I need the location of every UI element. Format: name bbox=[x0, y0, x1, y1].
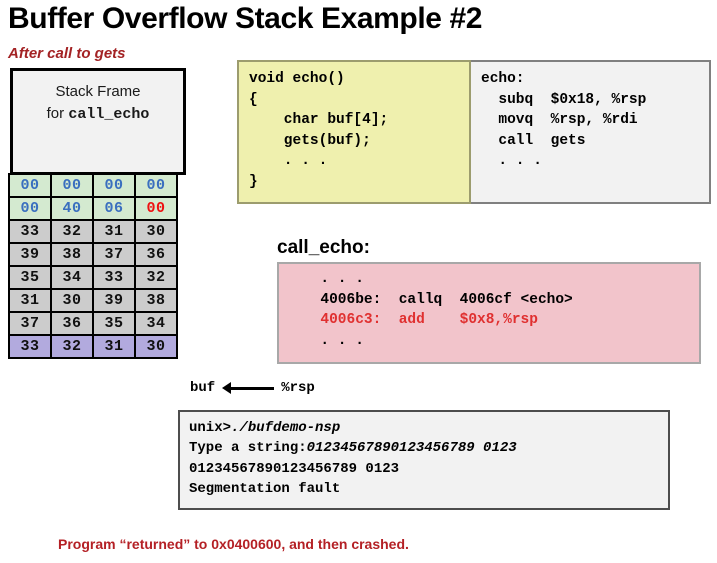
terminal-line: 01234567890123456789 0123 bbox=[189, 459, 668, 479]
c-code-line: } bbox=[249, 173, 258, 190]
c-code-line: void echo() bbox=[249, 71, 345, 87]
code-boxes-row: void echo() { char buf[4]; gets(buf); . .… bbox=[237, 60, 711, 204]
stack-byte-cell: 33 bbox=[8, 334, 52, 359]
asm-code-line: movq %rsp, %rdi bbox=[481, 112, 638, 129]
stack-byte-cell: 32 bbox=[50, 219, 94, 244]
terminal-text-run: ./bufdemo-nsp bbox=[231, 420, 341, 436]
stack-byte-cell: 31 bbox=[92, 219, 136, 244]
stack-byte-cell: 32 bbox=[50, 334, 94, 359]
terminal-text-run: Type a string: bbox=[189, 440, 307, 457]
terminal-text-run: Segmentation fault bbox=[189, 480, 341, 497]
footer-note: Program “returned” to 0x0400600, and the… bbox=[58, 536, 409, 552]
stack-byte-cell: 06 bbox=[92, 196, 136, 221]
stack-byte-cell: 00 bbox=[92, 173, 136, 198]
buf-rsp-pointer: buf %rsp bbox=[190, 380, 315, 396]
stack-byte-cell: 33 bbox=[8, 219, 52, 244]
terminal-line: Type a string:01234567890123456789 0123 bbox=[189, 438, 668, 458]
stack-frame-subtitle: for call_echo bbox=[47, 103, 150, 126]
stack-frame-title: Stack Frame bbox=[55, 83, 141, 100]
rsp-label: %rsp bbox=[281, 380, 315, 396]
call-echo-heading: call_echo: bbox=[277, 237, 370, 258]
stack-byte-cell: 38 bbox=[50, 242, 94, 267]
stack-byte-cell: 00 bbox=[134, 173, 178, 198]
c-code-line: { bbox=[249, 91, 258, 108]
after-call-to-gets-label: After call to gets bbox=[8, 45, 126, 62]
stack-byte-cell: 32 bbox=[134, 265, 178, 290]
c-source-code-box: void echo() { char buf[4]; gets(buf); . .… bbox=[237, 60, 471, 204]
asm-code-line: echo: bbox=[481, 71, 525, 87]
stack-byte-cell: 36 bbox=[134, 242, 178, 267]
call-echo-code-line: . . . bbox=[303, 271, 364, 287]
stack-byte-cell: 37 bbox=[8, 311, 52, 336]
asm-code-line: subq $0x18, %rsp bbox=[481, 91, 647, 108]
stack-byte-cell: 00 bbox=[8, 196, 52, 221]
stack-byte-cell: 33 bbox=[92, 265, 136, 290]
stack-byte-cell: 37 bbox=[92, 242, 136, 267]
call-echo-code-line: 4006be: callq 4006cf <echo> bbox=[303, 291, 573, 308]
stack-byte-cell: 30 bbox=[134, 334, 178, 359]
left-arrow-icon bbox=[222, 382, 275, 394]
call-echo-code-line: . . . bbox=[303, 332, 364, 349]
stack-byte-cell: 40 bbox=[50, 196, 94, 221]
stack-frame-for-text: for bbox=[46, 104, 69, 122]
terminal-text-run: 01234567890123456789 0123 bbox=[306, 440, 517, 457]
call-echo-code-line: 4006c3: add $0x8,%rsp bbox=[303, 312, 538, 329]
stack-frame-function-name: call_echo bbox=[68, 105, 150, 123]
c-code-line: . . . bbox=[249, 153, 328, 170]
c-code-line: char buf[4]; bbox=[249, 112, 389, 129]
terminal-text-run: unix> bbox=[189, 420, 232, 436]
stack-byte-cell: 30 bbox=[134, 219, 178, 244]
stack-frame-header: Stack Frame for call_echo bbox=[10, 68, 186, 175]
stack-byte-cell: 00 bbox=[8, 173, 52, 198]
stack-byte-cell: 34 bbox=[134, 311, 178, 336]
terminal-line: Segmentation fault bbox=[189, 479, 668, 499]
stack-byte-cell: 31 bbox=[8, 288, 52, 313]
asm-code-line: . . . bbox=[481, 153, 542, 170]
terminal-line: unix>./bufdemo-nsp bbox=[189, 418, 668, 438]
asm-code-line: call gets bbox=[481, 132, 586, 149]
stack-byte-cell: 31 bbox=[92, 334, 136, 359]
assembly-code-box: echo: subq $0x18, %rsp movq %rsp, %rdi c… bbox=[471, 60, 711, 204]
page-title: Buffer Overflow Stack Example #2 bbox=[8, 2, 483, 35]
stack-byte-cell: 00 bbox=[134, 196, 178, 221]
stack-byte-cell: 35 bbox=[8, 265, 52, 290]
stack-byte-cell: 36 bbox=[50, 311, 94, 336]
stack-byte-cell: 39 bbox=[92, 288, 136, 313]
stack-byte-cell: 38 bbox=[134, 288, 178, 313]
stack-byte-cell: 39 bbox=[8, 242, 52, 267]
stack-byte-cell: 30 bbox=[50, 288, 94, 313]
c-code-line: gets(buf); bbox=[249, 132, 371, 149]
stack-byte-cell: 34 bbox=[50, 265, 94, 290]
stack-byte-cell: 00 bbox=[50, 173, 94, 198]
stack-byte-cell: 35 bbox=[92, 311, 136, 336]
terminal-text-run: 01234567890123456789 0123 bbox=[189, 460, 400, 477]
call-echo-disassembly-box: . . . 4006be: callq 4006cf <echo> 4006c3… bbox=[277, 262, 701, 364]
buf-label: buf bbox=[190, 380, 216, 396]
